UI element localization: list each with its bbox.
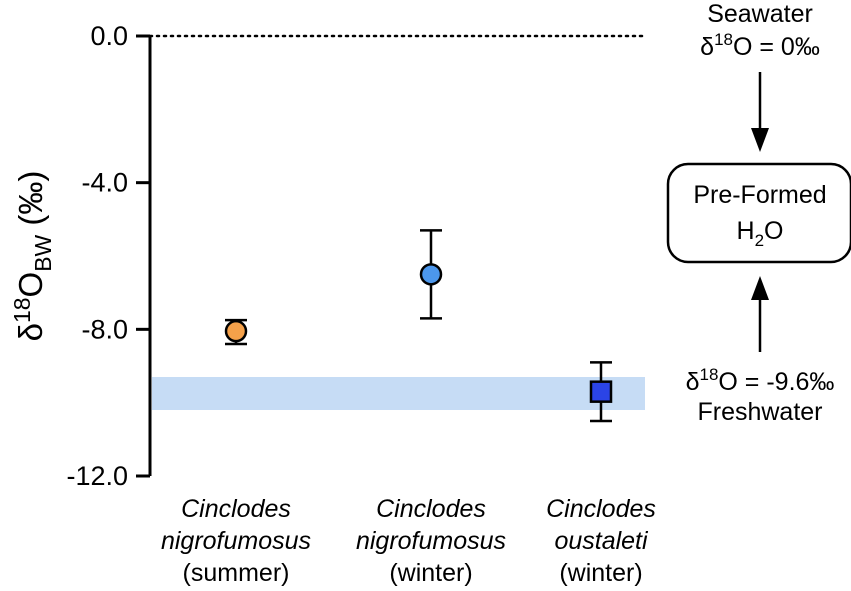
up-arrow-head	[751, 276, 769, 300]
category-label-line: (summer)	[183, 559, 290, 587]
mixing-diagram: Seawater δ18O = 0‰ Pre-Formed H2O δ18O =…	[666, 0, 851, 426]
category-label-line: Cinclodes	[546, 495, 656, 523]
y-tick-label: 0.0	[90, 21, 128, 51]
freshwater-label: Freshwater	[697, 398, 822, 426]
category-labels: Cinclodes nigrofumosus (summer) Cinclodes ni…	[161, 495, 656, 587]
category-label-line: (winter)	[389, 559, 472, 587]
box-line-1: Pre-Formed	[693, 181, 826, 209]
category-label-line: Cinclodes	[376, 495, 486, 523]
y-tick-label: -12.0	[66, 461, 128, 491]
freshwater-band-layer	[152, 377, 645, 410]
freshwater-band	[152, 377, 645, 410]
data-point-circle	[224, 319, 248, 343]
y-axis-label: δ18OBW (‰)	[9, 171, 56, 342]
freshwater-value: δ18O = -9.6‰	[686, 365, 835, 396]
down-arrow-head	[751, 128, 769, 152]
data-point-group	[589, 361, 613, 423]
category-label-line: (winter)	[559, 559, 642, 587]
data-point-group	[419, 229, 443, 320]
seawater-label: Seawater	[707, 0, 813, 28]
category-label-line: nigrofumosus	[356, 527, 506, 555]
data-point-square	[589, 380, 613, 403]
y-tick-label: -8.0	[81, 314, 128, 344]
data-point-group	[224, 318, 248, 346]
data-points	[224, 229, 613, 423]
y-ticks: 0.0 -4.0 -8.0 -12.0	[66, 21, 150, 491]
box-line-2: H2O	[737, 217, 784, 250]
category-label-line: nigrofumosus	[161, 527, 311, 555]
category-label-line: oustaleti	[554, 527, 649, 555]
y-tick-label: -4.0	[81, 168, 128, 198]
preformed-water-box	[666, 162, 851, 264]
category-label-line: Cinclodes	[181, 495, 291, 523]
data-point-circle	[419, 263, 443, 286]
seawater-value: δ18O = 0‰	[700, 30, 820, 61]
